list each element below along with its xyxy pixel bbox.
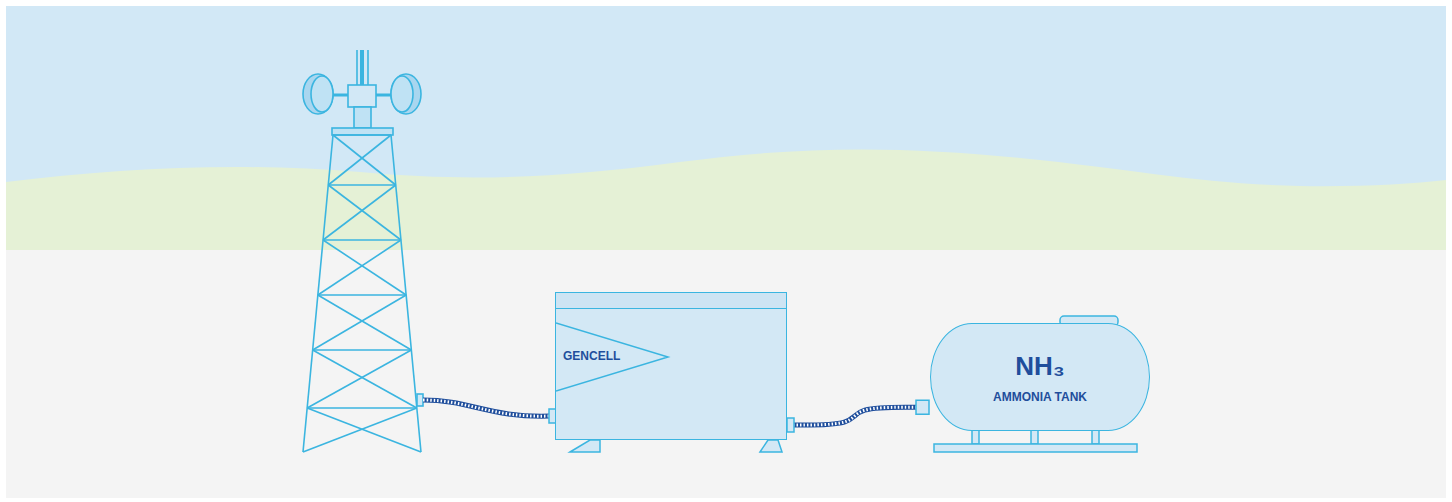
cable-braid	[423, 400, 550, 416]
top-panel	[556, 293, 786, 309]
fuel-cell-unit: GENCELL	[555, 292, 787, 440]
tank-label: AMMONIA TANK	[993, 390, 1087, 404]
cable-braid	[793, 407, 916, 425]
sky	[6, 6, 1446, 250]
power-cable	[793, 407, 916, 425]
brand-arrow	[556, 293, 788, 441]
cable-connector	[916, 400, 929, 414]
brand-name: GENCELL	[563, 349, 620, 363]
chemical-formula: NH₃	[1015, 351, 1065, 382]
ground	[6, 6, 1446, 498]
unit-feet	[570, 440, 782, 452]
power-cable	[423, 400, 550, 416]
hill	[6, 149, 1446, 250]
cable-group	[787, 400, 929, 432]
ammonia-tank: NH₃ AMMONIA TANK	[930, 323, 1150, 431]
telecom-tower	[303, 50, 423, 452]
cable-connector	[787, 418, 794, 432]
